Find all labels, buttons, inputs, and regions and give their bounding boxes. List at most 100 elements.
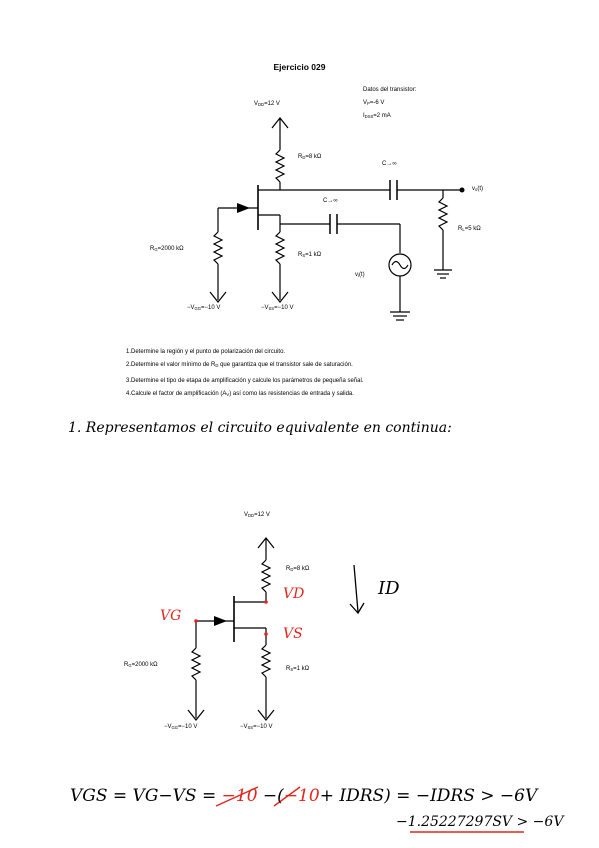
c2-rs-label: RS=1 kΩ: [286, 666, 309, 672]
c2-rg-value: =2000 kΩ: [131, 662, 158, 668]
c1-vo-label: vo(t): [472, 186, 483, 192]
vd-label: VD: [283, 586, 305, 602]
vgs-result: −1.25227297SV > −6V: [396, 814, 564, 830]
c1-rl-sub: L: [462, 227, 465, 233]
c1-rd-value: =8 kΩ: [305, 154, 322, 160]
rg-resistor: [212, 231, 224, 265]
vg-node-dot: [194, 619, 198, 623]
page-title: Ejercicio 029: [273, 62, 326, 72]
jfet-2-gate-arrow-icon: [214, 616, 227, 626]
c1-rd-sub: D: [302, 155, 306, 161]
eq-mid: −(: [257, 786, 284, 806]
c2-vgg-arrow-icon: [187, 709, 205, 721]
c1-vi-label: vi(t): [355, 272, 365, 278]
c1-rg-main: R: [150, 246, 155, 252]
c1-rl-label: RL=5 kΩ: [458, 226, 481, 232]
c2-rs-value: =1 kΩ: [293, 666, 310, 672]
vi-source-icon: [388, 253, 412, 277]
c1-vgg-main: −V: [187, 305, 195, 311]
c1-vi-main: v: [355, 272, 358, 278]
c2-rd-main: R: [286, 566, 291, 572]
c1-vss-label: −VSS=−10 V: [261, 305, 293, 311]
c1-c-out-label: C→∞: [382, 161, 397, 167]
vgg-arrow-icon: [209, 291, 227, 303]
vs-label: VS: [283, 626, 303, 642]
c2-vss-sub: SS: [247, 725, 254, 731]
c2-rg-resistor: [190, 647, 202, 681]
question-1: 1.Determine la región y el punto de pola…: [126, 349, 286, 355]
c1-rs-value: =1 kΩ: [305, 252, 322, 258]
c2-rs-sub: S: [290, 667, 294, 673]
id-label: ID: [378, 578, 400, 599]
c1-vo-main: v: [472, 186, 475, 192]
c1-rs-label: RS=1 kΩ: [298, 252, 321, 258]
c2-vdd-sub: DD: [248, 513, 255, 519]
vs-node-dot: [264, 632, 268, 636]
c2-vgg-value: =−10 V: [178, 724, 198, 730]
vp-sub: P: [367, 101, 370, 107]
c1-rs-sub: S: [302, 253, 306, 259]
idss-sub: DSS: [364, 114, 374, 120]
question-4-sub: V: [226, 392, 230, 398]
c1-vss-main: −V: [261, 305, 269, 311]
c2-vss-arrow-icon: [257, 709, 275, 721]
idss-main: I: [363, 113, 365, 119]
c1-vgg-sub: GG: [194, 306, 202, 312]
c1-vss-sub: SS: [268, 306, 275, 312]
c2-vdd-main: V: [244, 512, 249, 518]
question-2-text: 2.Determine el valor mínimo de R: [126, 362, 216, 368]
vp-value: =-6 V: [369, 100, 385, 106]
rd-resistor: [274, 149, 286, 183]
c1-rd-main: R: [298, 154, 303, 160]
c2-vdd-arrow-icon: [257, 537, 275, 549]
c1-vgg-label: −VGG=−10 V: [187, 305, 220, 311]
c1-vdd-value: =12 V: [264, 101, 280, 107]
c2-rg-main: R: [124, 662, 129, 668]
c1-c-in-label: C→∞: [323, 198, 338, 204]
c1-rd-label: RD=8 kΩ: [298, 154, 321, 160]
question-4-rest: ) así como las resistencias de entrada y…: [229, 391, 354, 397]
jfet-1-gate-arrow-icon: [237, 203, 250, 213]
c2-rg-label: RG=2000 kΩ: [124, 662, 158, 668]
c1-vo-sub: o: [475, 187, 478, 193]
vp-main: V: [363, 100, 368, 106]
c1-vi-value: (t): [358, 272, 365, 278]
vdd-arrow-icon: [271, 117, 289, 129]
question-4: 4.Calcule el factor de amplificación (AV…: [126, 391, 354, 397]
c1-vdd-main: V: [254, 101, 259, 107]
idss-value: =2 mA: [373, 113, 391, 119]
c1-rl-value: =5 kΩ: [464, 226, 481, 232]
eq-left: VGS = VG−VS =: [70, 786, 222, 806]
eq-struck-term-2: −10: [283, 786, 320, 806]
rl-resistor: [437, 197, 449, 231]
vss-arrow-icon: [271, 291, 289, 303]
question-3: 3.Determine el tipo de etapa de amplific…: [126, 378, 364, 384]
id-arrow-icon: [349, 564, 365, 615]
c2-vgg-label: −VGG=−10 V: [164, 724, 197, 730]
c2-rg-sub: G: [128, 663, 132, 669]
c1-vo-value: (t): [477, 186, 484, 192]
c1-vgg-value: =−10 V: [201, 305, 221, 311]
rs-resistor: [274, 231, 286, 265]
c2-rd-value: =8 kΩ: [293, 566, 310, 572]
c2-rd-label: RD=8 kΩ: [286, 566, 309, 572]
c1-vss-value: =−10 V: [274, 305, 294, 311]
c2-rs-resistor: [260, 644, 272, 678]
eq-right: + IDRS) = −IDRS > −6V: [319, 786, 538, 806]
c2-vdd-value: =12 V: [254, 512, 270, 518]
question-2: 2.Determine el valor mínimo de RD que ga…: [126, 362, 353, 368]
vd-node-dot: [264, 600, 268, 604]
c2-vss-main: −V: [240, 724, 248, 730]
c2-vgg-main: −V: [164, 724, 172, 730]
question-2-rest: que garantiza que el transistor sale de …: [218, 362, 353, 368]
vg-label: VG: [160, 608, 182, 624]
c1-rg-value: =2000 kΩ: [157, 246, 184, 252]
transistor-data-heading: Datos del transistor:: [363, 87, 417, 93]
c2-rd-resistor: [260, 559, 272, 593]
c1-rs-main: R: [298, 252, 303, 258]
question-4-text: 4.Calcule el factor de amplificación (A: [126, 391, 227, 397]
c2-vdd-label: VDD=12 V: [244, 512, 270, 518]
c1-vi-sub: i: [358, 273, 359, 279]
c2-vss-value: =−10 V: [253, 724, 273, 730]
c1-rg-sub: G: [154, 247, 158, 253]
